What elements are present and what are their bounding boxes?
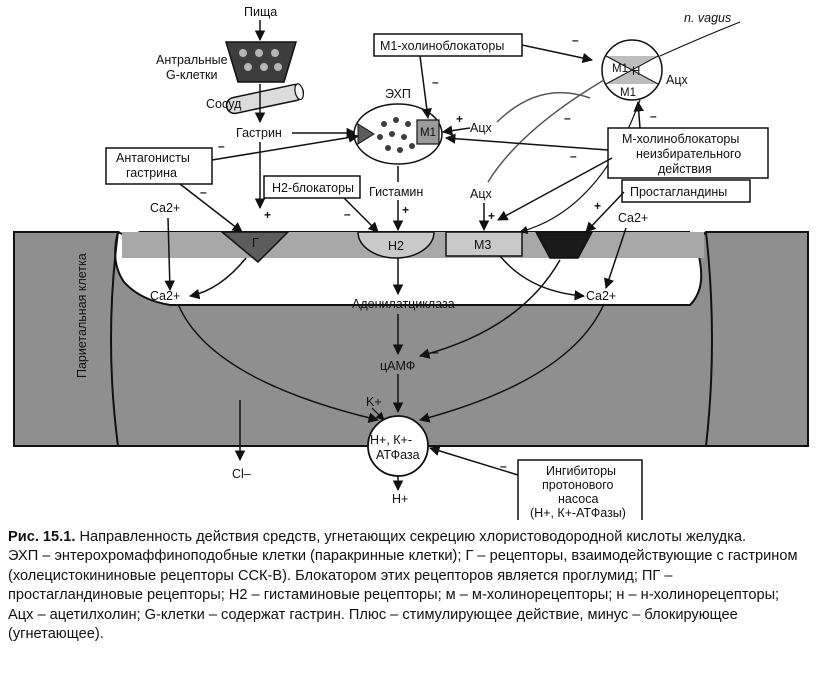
- m1-blockers-minus-ganglion: –: [572, 33, 579, 47]
- ecl-m1-label: M1: [420, 127, 436, 139]
- ganglion-m1-bottom: М1: [620, 87, 636, 99]
- ach-ecl-label: Ацх: [470, 121, 492, 135]
- ca-left-mid-label: Ca2+: [150, 289, 180, 303]
- receptor-h2-label: Н2: [388, 239, 404, 253]
- ppi-label-1: Ингибиторы: [546, 464, 616, 478]
- ganglion-m1-top: М1: [612, 63, 628, 75]
- ppi-minus: –: [500, 459, 507, 473]
- vagus-label: n. vagus: [684, 11, 731, 25]
- prostaglandins-box: [621, 179, 751, 203]
- m-blockers-minus-ganglion: –: [650, 109, 657, 123]
- ppi-label-2: протонового: [542, 478, 614, 492]
- food-label: Пища: [244, 5, 277, 19]
- cell-wall-right: [705, 231, 713, 447]
- receptor-g: [219, 231, 290, 264]
- receptor-g-label: Г: [252, 236, 259, 250]
- g-cells-label-2: G-клетки: [166, 68, 218, 82]
- h2-blockers-label: Н2-блокаторы: [272, 181, 354, 195]
- ecl-m1-receptor: [416, 119, 440, 145]
- parietal-cell: [13, 231, 809, 447]
- ecl-label: ЭХП: [385, 87, 411, 101]
- gastrin-antagonists-box: [105, 147, 213, 185]
- vessel: [225, 83, 304, 115]
- ach-m3-plus: +: [488, 209, 495, 223]
- ca-left-top-label: Ca2+: [150, 201, 180, 215]
- h2-blockers-minus: –: [344, 207, 351, 221]
- gastrin-antagonists-label-1: Антагонисты: [116, 151, 190, 165]
- ca-right-mid-label: Ca2+: [586, 289, 616, 303]
- gastrin-antagonists-label-2: гастрина: [126, 166, 177, 180]
- gastrin-label: Гастрин: [236, 126, 282, 140]
- caption-legend: ЭХП – энтерохромаффиноподобные клетки (п…: [8, 548, 798, 643]
- hcl-secretion-diagram: Г Н2 М3 ПГ Париетальная клетка Пища Антр…: [13, 5, 809, 520]
- m-blockers-label-1: М-холиноблокаторы: [622, 132, 739, 146]
- caption-title: Рис. 15.1.: [8, 529, 76, 545]
- ppi-box: [517, 459, 643, 520]
- gastrin-antagonists-minus-g: –: [200, 185, 207, 199]
- ca-right-top-label: Ca2+: [618, 211, 648, 225]
- histamine-plus: +: [402, 203, 409, 217]
- prostaglandins-plus: +: [594, 199, 601, 213]
- camp-label: цАМФ: [380, 359, 415, 373]
- m-blockers-label-3: действия: [658, 162, 712, 176]
- pg-minus-camp: –: [432, 345, 439, 359]
- ganglion-n: Н: [632, 66, 640, 78]
- g-cell-shape: [224, 41, 298, 83]
- prostaglandins-label: Простагландины: [630, 185, 727, 199]
- ach-ganglion-label: Ацх: [666, 73, 688, 87]
- receptor-pg-label: ПГ: [556, 238, 572, 252]
- m1-blockers-minus-ecl: –: [432, 75, 439, 89]
- pump-label-1: Н+, К+-: [370, 433, 412, 447]
- h-out-label: H+: [392, 492, 408, 506]
- m-blockers-minus-ecl: –: [564, 111, 571, 125]
- ecl-granules: [377, 117, 415, 153]
- receptor-pg: [534, 231, 594, 259]
- ach-m3-label: Ацх: [470, 187, 492, 201]
- cell-wall-left: [110, 231, 119, 447]
- m-blockers-label-2: неизбирательного: [636, 147, 741, 161]
- m-blockers-minus-m3: –: [570, 149, 577, 163]
- m1-blockers-label: М1-холиноблокаторы: [380, 39, 504, 53]
- adenylate-cyclase-label: Аденилатциклаза: [352, 297, 455, 311]
- h2-blockers-box: [263, 175, 361, 199]
- figure-caption: Рис. 15.1. Направленность действия средс…: [8, 528, 808, 644]
- gastrin-antagonists-minus-ecl: –: [218, 139, 225, 153]
- vessel-label: Сосуд: [206, 97, 242, 111]
- receptor-m3-label: М3: [474, 238, 491, 252]
- histamine-label: Гистамин: [369, 185, 423, 199]
- ach-ecl-plus: +: [456, 112, 463, 126]
- ppi-label-3: насоса: [558, 492, 598, 506]
- k-in-label: K+: [366, 395, 382, 409]
- receptor-h2: [357, 231, 435, 259]
- pump-label-2: АТФаза: [376, 448, 420, 462]
- g-cells-label-1: Антральные: [156, 53, 228, 67]
- gastrin-g-plus: +: [264, 208, 271, 222]
- parietal-cell-label: Париетальная клетка: [75, 253, 89, 378]
- m-blockers-box: [607, 127, 769, 179]
- g-cell-granules: [239, 49, 282, 71]
- receptor-m3: [445, 231, 523, 257]
- ppi-label-4: (Н+, К+-АТФазы): [530, 506, 626, 520]
- cl-label: Cl–: [232, 467, 251, 481]
- caption-title-text: Направленность действия средств, угнетаю…: [79, 529, 747, 545]
